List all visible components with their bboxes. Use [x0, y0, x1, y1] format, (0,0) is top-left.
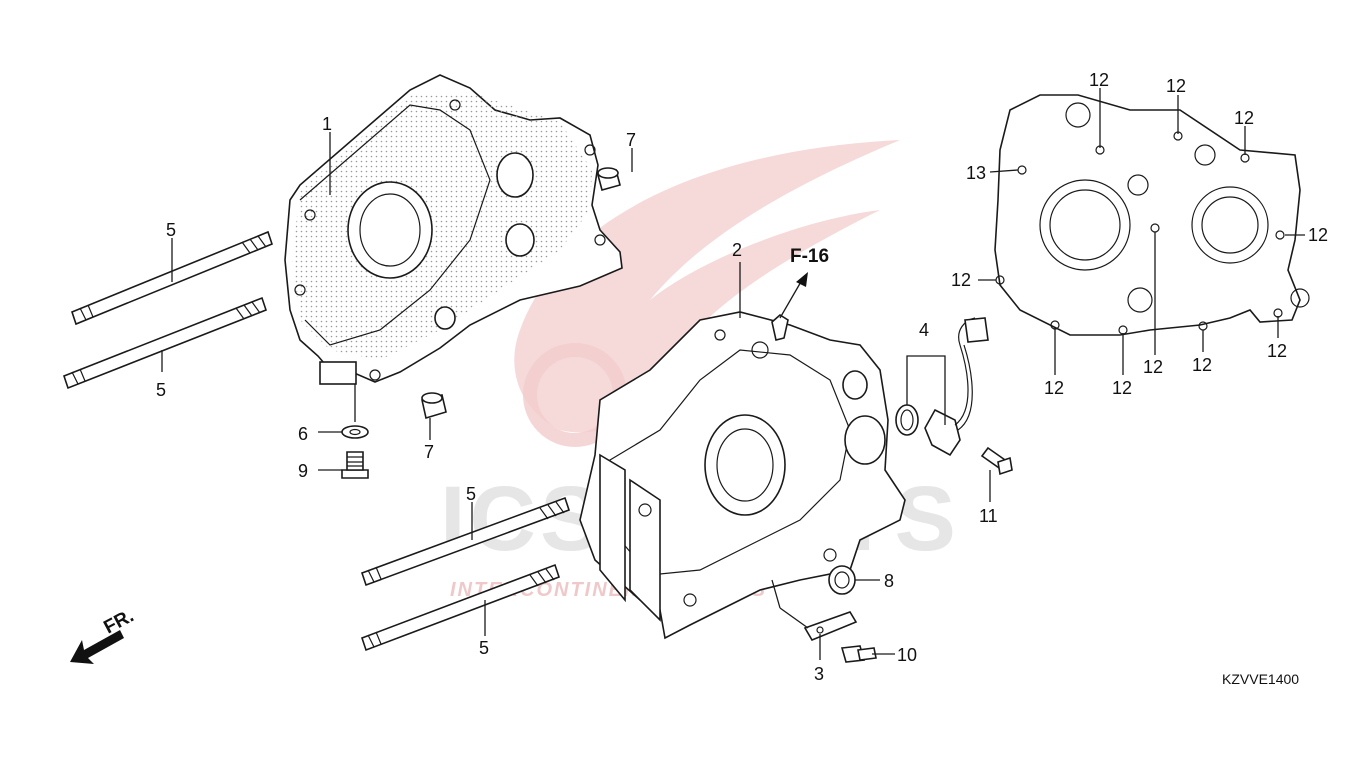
oil-seal: [828, 565, 856, 595]
callout-12: 12: [1166, 76, 1186, 96]
callout-7: 7: [424, 442, 434, 462]
callout-13: 13: [966, 163, 986, 183]
leader-lines: [161, 88, 1305, 660]
callout-9: 9: [298, 461, 308, 481]
crankcase-gasket: [994, 94, 1310, 336]
callout-11: 11: [979, 506, 998, 526]
sealing-washer: [341, 425, 369, 439]
drain-bolt: [341, 451, 369, 479]
callout-2: 2: [732, 240, 742, 260]
callout-5: 5: [466, 484, 476, 504]
sensor-assembly: [895, 317, 989, 457]
reference-label[interactable]: F-16: [790, 246, 829, 267]
front-marker-label: FR.: [100, 606, 137, 639]
callout-12: 12: [1143, 357, 1163, 377]
callout-5: 5: [166, 220, 176, 240]
front-direction-arrow: FR.: [70, 606, 137, 664]
callout-12: 12: [1112, 378, 1132, 398]
callout-8: 8: [884, 571, 894, 591]
right-crankcase: [579, 272, 906, 640]
stud-bolts: [63, 230, 571, 652]
callout-12: 12: [1044, 378, 1064, 398]
callout-labels: 1 2 3 4 5 5 5 5 6 7 7 8 9 10 11 12 12 12…: [156, 70, 1328, 684]
callout-5: 5: [156, 380, 166, 400]
callout-4: 4: [919, 320, 929, 340]
left-crankcase: [284, 74, 623, 422]
callout-7: 7: [626, 130, 636, 150]
callout-12: 12: [951, 270, 971, 290]
callout-12: 12: [1308, 225, 1328, 245]
callout-12: 12: [1267, 341, 1287, 361]
bolt: [980, 446, 1013, 476]
callout-3: 3: [814, 664, 824, 684]
callout-1: 1: [322, 114, 332, 134]
stud-bolt: [360, 563, 561, 652]
callout-6: 6: [298, 424, 308, 444]
callout-5: 5: [479, 638, 489, 658]
callout-10: 10: [897, 645, 917, 665]
callout-12: 12: [1089, 70, 1109, 90]
part-code-label: KZVVE1400: [1222, 671, 1299, 687]
callout-12: 12: [1192, 355, 1212, 375]
callout-12: 12: [1234, 108, 1254, 128]
dowel-pin: [421, 392, 447, 420]
flange-bolt: [840, 645, 877, 663]
stud-bolt: [63, 296, 267, 390]
setting-plate: [803, 611, 858, 642]
dowel-pin: [597, 167, 621, 191]
stud-bolt: [360, 496, 571, 587]
